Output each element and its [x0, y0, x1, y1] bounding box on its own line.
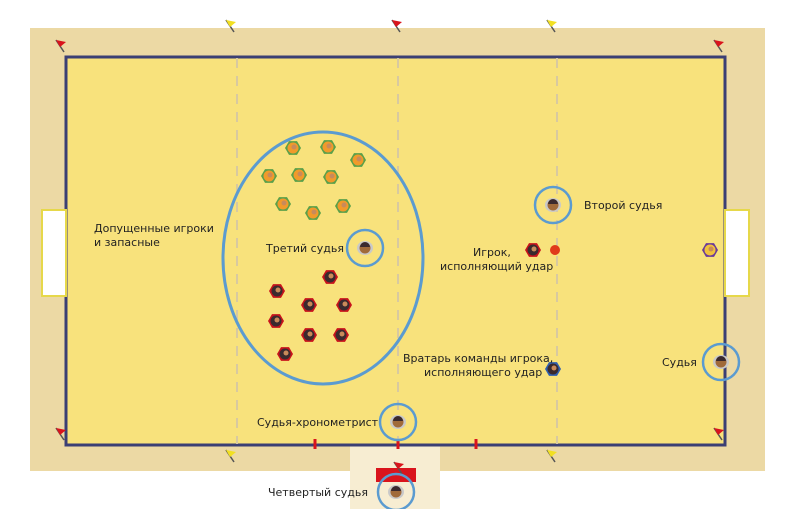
- substitute-player-orange: [335, 199, 351, 213]
- substitute-player-dark: [301, 298, 317, 312]
- line-mark: [313, 439, 317, 449]
- goalkeeper-label-1: Вратарь команды игрока,: [403, 352, 553, 365]
- substitute-player-dark: [336, 298, 352, 312]
- substitute-player-orange: [320, 140, 336, 154]
- referee-label: Судья: [662, 356, 697, 369]
- substitutes-label-1: Допущенные игроки: [94, 222, 214, 235]
- substitute-player-dark: [301, 328, 317, 342]
- substitute-player-orange: [350, 153, 366, 167]
- striker-label-1: Игрок,: [473, 246, 511, 259]
- substitute-player-orange: [261, 169, 277, 183]
- referee: [701, 342, 741, 382]
- substitute-player-orange: [305, 206, 321, 220]
- third-referee: [345, 228, 385, 268]
- halfway-flag-icon: [393, 461, 404, 475]
- substitute-player-dark: [269, 284, 285, 298]
- substitution-zone-ellipse: [221, 130, 425, 386]
- corner-flag-icon: [55, 427, 66, 441]
- second-referee: [533, 185, 573, 225]
- halfway-flag-icon: [391, 19, 402, 33]
- background: [0, 471, 350, 509]
- substitute-player-orange: [323, 170, 339, 184]
- left-goal: [41, 209, 67, 297]
- substitute-player-dark: [322, 270, 338, 284]
- ball-icon: [550, 245, 560, 255]
- corner-flag-icon: [713, 427, 724, 441]
- substitute-player-orange: [291, 168, 307, 182]
- line-mark: [474, 439, 478, 449]
- striker-label-2: исполняющий удар: [440, 260, 553, 273]
- substitute-player-dark: [268, 314, 284, 328]
- corner-flag-icon: [713, 39, 724, 53]
- third-referee-label: Третий судья: [265, 242, 344, 255]
- substitute-player-orange: [285, 141, 301, 155]
- fourth-referee: [376, 472, 416, 512]
- line-mark: [396, 439, 400, 449]
- substitutes-label-2: и запасные: [94, 236, 160, 249]
- corner-flag-icon: [55, 39, 66, 53]
- fourth-referee-label: Четвертый судья: [268, 486, 368, 499]
- yellow-flag-icon: [225, 19, 236, 33]
- pitch: [64, 55, 727, 447]
- substitute-player-dark: [277, 347, 293, 361]
- yellow-flag-icon: [546, 19, 557, 33]
- opposing-goalkeeper: [702, 243, 718, 257]
- substitute-player-orange: [275, 197, 291, 211]
- second-referee-label: Второй судья: [584, 199, 662, 212]
- background: [440, 471, 796, 509]
- timekeeper-label: Судья-хронометрист: [257, 416, 379, 429]
- goalkeeper-label-2: исполняющего удар: [424, 366, 542, 379]
- striker-player: [525, 243, 541, 257]
- goalkeeper-player: [545, 362, 561, 376]
- timekeeper: [378, 402, 418, 442]
- yellow-flag-icon: [225, 449, 236, 463]
- right-goal: [724, 209, 750, 297]
- substitute-player-dark: [333, 328, 349, 342]
- yellow-flag-icon: [546, 449, 557, 463]
